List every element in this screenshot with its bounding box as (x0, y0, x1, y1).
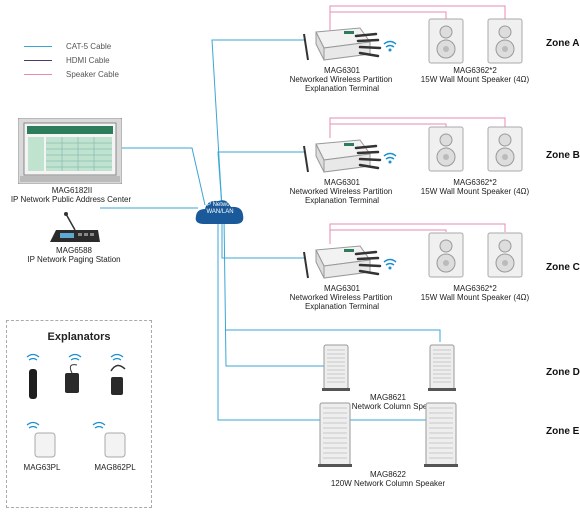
receiver-mag63pl-icon (34, 432, 56, 458)
zone-b-terminal-line1: Networked Wireless Partition (289, 187, 393, 196)
zone-a-speaker-model: MAG6362*2 (453, 66, 497, 75)
zone-a-terminal-line2: Explanation Terminal (304, 84, 380, 93)
legend-label-cat5: CAT-5 Cable (66, 42, 112, 51)
paging-station-model: MAG6588 (55, 246, 93, 255)
wall-speaker-icon (487, 126, 523, 172)
explanator-devices (26, 353, 126, 458)
receiver-mag862pl-icon (104, 432, 126, 458)
cat5-link-zone-d-1 (223, 215, 330, 367)
paging-station-name: IP Network Paging Station (27, 255, 121, 264)
wall-speaker-icon (487, 18, 523, 64)
legend-swatch-speaker (24, 74, 52, 75)
wireless-terminal-icon (303, 27, 397, 61)
zone-e-speaker-desc: 120W Network Column Speaker (330, 479, 446, 488)
zone-d-speaker-model: MAG8621 (369, 393, 407, 402)
column-speaker-icon (424, 402, 458, 467)
zone-c-speaker-model: MAG6362*2 (453, 284, 497, 293)
zone-a-speaker-desc: 15W Wall Mount Speaker (4Ω) (420, 75, 530, 84)
headset-icon (110, 364, 126, 372)
zone-c-terminal-line2: Explanation Terminal (304, 302, 380, 311)
pa-center-name: IP Network Public Address Center (10, 195, 132, 204)
explanator-item-label: MAG63PL (23, 463, 61, 472)
zone-a-terminal-model: MAG6301 (323, 66, 361, 75)
wifi-icon (26, 353, 124, 429)
zone-c-terminal-model: MAG6301 (323, 284, 361, 293)
zone-d-label: Zone D (546, 367, 580, 378)
zone-a-terminal-line1: Networked Wireless Partition (289, 75, 393, 84)
wall-speaker-icon (487, 232, 523, 278)
cat5-link-zone-b (217, 151, 306, 209)
legend-swatch-cat5 (24, 46, 52, 47)
wall-speaker-icon (428, 232, 464, 278)
wireless-terminal-icon (303, 245, 397, 279)
speaker-cable-b-1 (329, 123, 447, 138)
zone-d-speaker-desc: 60W Network Column Speaker (333, 402, 443, 411)
zone-c-label: Zone C (546, 262, 580, 273)
legend-label-speaker: Speaker Cable (66, 70, 119, 79)
cat5-link-zone-c (221, 208, 306, 259)
zone-b-speaker-desc: 15W Wall Mount Speaker (4Ω) (420, 187, 530, 196)
cloud-label-line1: IP Network (205, 202, 235, 208)
cat5-link-center (120, 147, 206, 206)
wall-speaker-icon (428, 126, 464, 172)
zone-b-terminal-line2: Explanation Terminal (304, 196, 380, 205)
pa-center-model: MAG6182II (51, 186, 93, 195)
explanator-item-label: MAG862PL (94, 463, 136, 472)
zone-b-terminal-model: MAG6301 (323, 178, 361, 187)
network-cloud-icon (195, 200, 244, 224)
explanators-panel: Explanators MAG63PL MAG862PL (6, 320, 152, 508)
legend-swatch-hdmi (24, 60, 52, 61)
handheld-mic-icon (29, 369, 37, 399)
wall-speaker-icon (428, 18, 464, 64)
explanators-title: Explanators (47, 331, 111, 343)
column-speaker-icon (322, 344, 350, 391)
zone-e-label: Zone E (546, 426, 580, 437)
column-speaker-icon (428, 344, 456, 391)
cat5-link-zone-d-2 (226, 329, 441, 342)
zone-b-speaker-model: MAG6362*2 (453, 178, 497, 187)
legend-label-hdmi: HDMI Cable (66, 56, 110, 65)
zone-b-label: Zone B (546, 150, 580, 161)
bodypack-transmitter-icon (65, 373, 79, 393)
zone-a-label: Zone A (546, 38, 580, 49)
zone-c-speaker-desc: 15W Wall Mount Speaker (4Ω) (420, 293, 530, 302)
wireless-terminal-icon (303, 139, 397, 173)
zone-e-speaker-model: MAG8622 (369, 470, 407, 479)
speaker-cable-c-1 (329, 229, 447, 244)
pa-center-device (18, 118, 122, 184)
cloud-label-line2: WAN/LAN (206, 209, 234, 215)
paging-station-device (50, 212, 100, 242)
speaker-cable-a-1 (329, 11, 447, 30)
zone-c-terminal-line1: Networked Wireless Partition (289, 293, 393, 302)
column-speaker-icon (318, 402, 352, 467)
